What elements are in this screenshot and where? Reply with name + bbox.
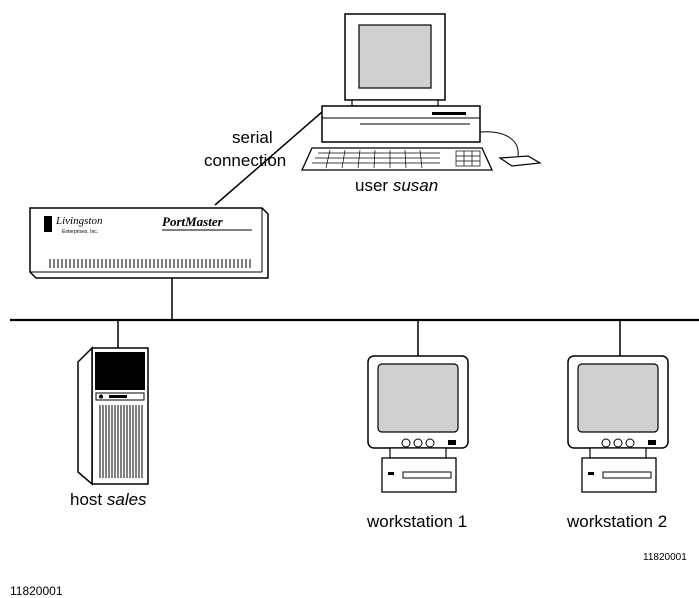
portmaster-router-icon bbox=[29, 207, 269, 279]
portmaster-brand-sub: Enterprises, Inc. bbox=[62, 229, 99, 235]
portmaster-brand: Livingston bbox=[56, 215, 103, 227]
user-label-prefix: user bbox=[355, 176, 389, 195]
portmaster-model: PortMaster bbox=[162, 214, 223, 229]
serial-connection-label-line1: serial bbox=[232, 128, 273, 147]
serial-connection-line bbox=[214, 111, 323, 206]
user-computer-icon bbox=[300, 13, 542, 171]
serial-connection-label-line2: connection bbox=[204, 151, 287, 170]
figure-code-bottom: 11820001 bbox=[10, 584, 63, 598]
host-label-prefix: host bbox=[70, 490, 103, 509]
workstation-1-label: workstation 1 bbox=[367, 512, 468, 531]
host-label: host sales bbox=[70, 490, 147, 510]
host-label-name: sales bbox=[106, 490, 147, 509]
tower-server-icon bbox=[77, 346, 149, 486]
figure-code-right: 11820001 bbox=[643, 552, 687, 563]
workstation-1-icon bbox=[367, 355, 469, 493]
workstation-2-label: workstation 2 bbox=[567, 512, 668, 531]
user-label: user susan bbox=[355, 176, 438, 196]
workstation-2-icon bbox=[567, 355, 669, 493]
user-label-name: susan bbox=[392, 176, 439, 195]
